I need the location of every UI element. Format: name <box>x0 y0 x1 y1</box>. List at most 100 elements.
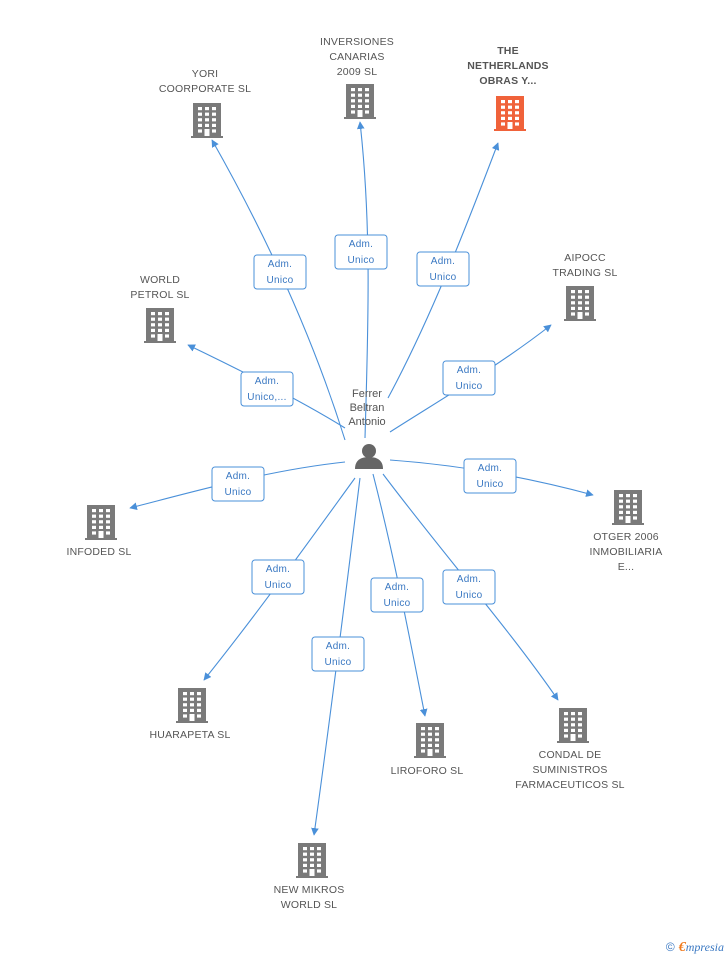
window <box>571 301 575 305</box>
role-label-newmikros[interactable]: Adm.Unico <box>311 636 365 672</box>
company-name-otger[interactable]: E... <box>618 561 635 573</box>
base <box>344 117 376 119</box>
role-label-condal[interactable]: Adm.Unico <box>442 569 496 605</box>
door <box>189 714 195 722</box>
base <box>191 136 223 138</box>
role-label-world-petrol[interactable]: Adm.Unico,... <box>240 371 294 407</box>
window <box>151 323 155 327</box>
building-icon-aipocc[interactable] <box>564 286 596 321</box>
role-label-inversiones[interactable]: Adm.Unico <box>334 234 388 270</box>
window <box>158 317 162 321</box>
company-name-aipocc[interactable]: AIPOCC <box>564 252 606 264</box>
role-label-text: Adm. <box>478 463 503 474</box>
role-label-aipocc[interactable]: Adm.Unico <box>442 360 496 396</box>
company-name-netherlands[interactable]: OBRAS Y... <box>479 75 536 87</box>
window <box>317 852 321 856</box>
door <box>357 110 363 118</box>
company-name-inversiones[interactable]: 2009 SL <box>337 66 378 78</box>
window <box>619 516 623 520</box>
role-label-text: Adm. <box>431 256 456 267</box>
window <box>165 328 169 332</box>
window <box>92 514 96 518</box>
role-label-yori[interactable]: Adm.Unico <box>253 254 307 290</box>
window <box>165 317 169 321</box>
window <box>165 323 169 327</box>
brand-initial: € <box>678 940 686 955</box>
company-name-condal[interactable]: FARMACEUTICOS SL <box>515 779 624 791</box>
window <box>626 494 630 498</box>
building-icon-otger[interactable] <box>612 490 644 525</box>
window <box>205 118 209 122</box>
building-icon-netherlands[interactable] <box>494 96 526 131</box>
window <box>212 112 216 116</box>
window <box>633 499 637 503</box>
company-name-condal[interactable]: SUMINISTROS <box>532 764 607 776</box>
window <box>92 520 96 524</box>
window <box>190 708 194 712</box>
role-label-netherlands[interactable]: Adm. Unico <box>416 251 470 287</box>
window <box>99 520 103 524</box>
building-icon-world-petrol[interactable] <box>144 308 176 343</box>
window <box>435 727 439 731</box>
window <box>310 858 314 862</box>
window <box>365 104 369 108</box>
window <box>501 100 505 104</box>
company-name-liroforo[interactable]: LIROFORO SL <box>391 765 464 777</box>
window <box>151 317 155 321</box>
building-icon-newmikros[interactable] <box>296 843 328 878</box>
role-label-text: Adm. <box>385 582 410 593</box>
window <box>198 129 202 133</box>
building-icon-liroforo[interactable] <box>414 723 446 758</box>
company-name-infoded[interactable]: INFODED SL <box>66 546 131 558</box>
building-icon-huarapeta[interactable] <box>176 688 208 723</box>
company-name-netherlands[interactable]: NETHERLANDS <box>467 60 549 72</box>
building-icon-yori[interactable] <box>191 103 223 138</box>
company-name-aipocc[interactable]: TRADING SL <box>552 267 617 279</box>
company-name-condal[interactable]: CONDAL DE <box>539 749 602 761</box>
window <box>633 505 637 509</box>
company-name-yori[interactable]: COORPORATE SL <box>159 83 251 95</box>
window <box>106 514 110 518</box>
company-name-inversiones[interactable]: CANARIAS <box>329 51 384 63</box>
company-name-newmikros[interactable]: WORLD SL <box>281 899 337 911</box>
role-label-text: Unico <box>429 272 456 283</box>
window <box>578 728 582 732</box>
window <box>151 312 155 316</box>
role-label-liroforo[interactable]: Adm.Unico <box>370 577 424 613</box>
role-label-text: Unico,... <box>247 392 286 403</box>
window <box>92 531 96 535</box>
role-label-box <box>311 636 365 672</box>
window <box>619 499 623 503</box>
person-icon <box>355 457 383 469</box>
window <box>151 328 155 332</box>
building-icon-condal[interactable] <box>557 708 589 743</box>
building-icon-infoded[interactable] <box>85 505 117 540</box>
company-name-newmikros[interactable]: NEW MIKROS <box>274 884 345 896</box>
role-label-infoded[interactable]: Adm.Unico <box>211 466 265 502</box>
role-label-text: Unico <box>455 590 482 601</box>
role-label-box <box>442 569 496 605</box>
company-name-otger[interactable]: OTGER 2006 <box>593 531 659 543</box>
door <box>625 516 631 524</box>
building-icon-inversiones[interactable] <box>344 84 376 119</box>
company-name-world-petrol[interactable]: WORLD <box>140 274 180 286</box>
company-name-world-petrol[interactable]: PETROL SL <box>130 289 189 301</box>
window <box>619 505 623 509</box>
window <box>585 312 589 316</box>
window <box>190 703 194 707</box>
role-label-otger[interactable]: Adm.Unico <box>463 458 517 494</box>
company-name-otger[interactable]: INMOBILIARIA <box>590 546 663 558</box>
window <box>310 863 314 867</box>
role-label-box <box>442 360 496 396</box>
window <box>508 111 512 115</box>
company-name-huarapeta[interactable]: HUARAPETA SL <box>150 729 231 741</box>
company-name-netherlands[interactable]: THE <box>497 45 519 57</box>
role-label-huarapeta[interactable]: Adm.Unico <box>251 559 305 595</box>
window <box>205 112 209 116</box>
company-name-inversiones[interactable]: INVERSIONES <box>320 36 394 48</box>
company-name-yori[interactable]: YORI <box>192 68 218 80</box>
window <box>106 509 110 513</box>
window <box>303 847 307 851</box>
